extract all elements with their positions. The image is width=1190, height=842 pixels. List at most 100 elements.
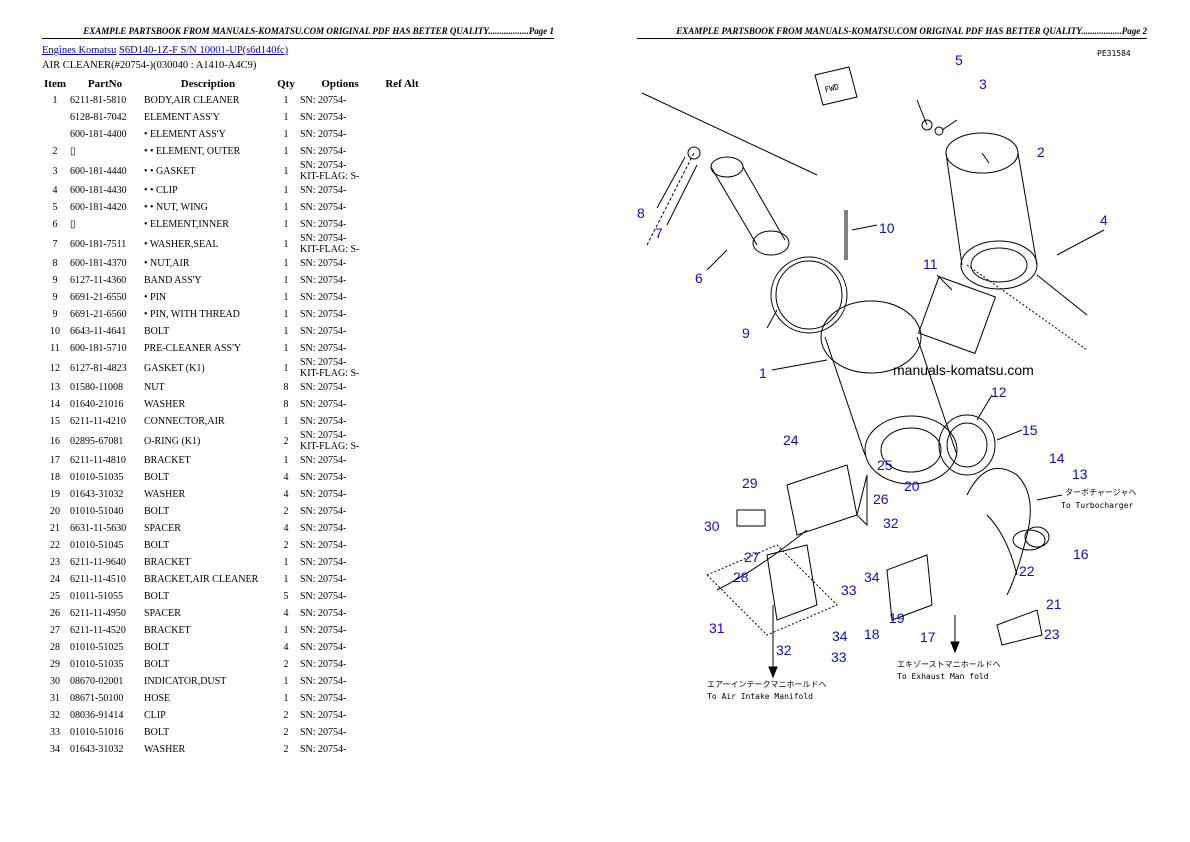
breadcrumb: Engines Komatsu S6D140-1Z-F S/N 10001-UP… <box>42 45 288 56</box>
description-cell: BOLT <box>144 591 170 602</box>
description-cell: BOLT <box>144 727 170 738</box>
item-cell: 2 <box>52 146 58 157</box>
callout-number: 34 <box>864 569 880 585</box>
description-cell: BAND ASS'Y <box>144 275 202 286</box>
partno-cell: 01580-11008 <box>70 382 123 393</box>
refalt-cell <box>382 379 422 396</box>
description-cell: SPACER <box>144 523 181 534</box>
partno-cell: 01010-51025 <box>70 642 124 653</box>
item-cell: 28 <box>50 642 60 653</box>
description-cell: PRE-CLEANER ASS'Y <box>144 343 242 354</box>
callout-numbers: 1234567891011121314151617181920212223242… <box>637 52 1108 665</box>
description-cell: GASKET (K1) <box>144 362 205 374</box>
refalt-cell <box>382 656 422 673</box>
description-cell: CONNECTOR,AIR <box>144 416 225 427</box>
callout-number: 4 <box>1100 212 1108 228</box>
partno-cell: 6211-81-5810 <box>70 95 127 106</box>
breadcrumb-link-model[interactable]: S6D140-1Z-F S/N 10001-UP(s6d140fc) <box>119 45 289 56</box>
partno-cell: 600-181-4440 <box>70 165 127 177</box>
item-cell: 4 <box>52 185 58 196</box>
partno-cell: 6128-81-7042 <box>70 112 127 123</box>
partno-cell: 01010-51035 <box>70 472 124 483</box>
description-cell: • PIN <box>144 292 167 303</box>
description-cell: SPACER <box>144 608 181 619</box>
item-cell: 7 <box>52 238 58 250</box>
item-cell: 3 <box>52 165 58 177</box>
options-cell: SN: 20754- <box>300 608 347 619</box>
callout-number: 2 <box>1037 144 1045 160</box>
options-cell: SN: 20754- <box>300 591 347 602</box>
qty-cell: 2 <box>283 540 289 551</box>
partno-cell: 600-181-4430 <box>70 185 127 196</box>
options-cell: SN: 20754- <box>300 382 347 393</box>
qty-cell: 2 <box>283 744 289 755</box>
refalt-cell <box>382 143 422 160</box>
qty-cell: 1 <box>283 258 289 269</box>
callout-number: 30 <box>704 518 720 534</box>
options-cell: SN: 20754- KIT-FLAG: S- <box>300 160 360 182</box>
callout-number: 24 <box>783 432 799 448</box>
partno-cell: 600-181-4420 <box>70 202 127 213</box>
options-cell: SN: 20754- <box>300 185 347 196</box>
qty-cell: 8 <box>283 399 289 410</box>
item-cell: 16 <box>50 435 60 447</box>
description-cell: O-RING (K1) <box>144 435 201 447</box>
qty-cell: 4 <box>283 642 289 653</box>
refalt-cell <box>382 413 422 430</box>
partno-cell: 01010-51040 <box>70 506 124 517</box>
diagram-code: PE31584 <box>1097 49 1131 58</box>
description-cell: WASHER <box>144 399 186 410</box>
options-cell: SN: 20754- <box>300 710 347 721</box>
options-cell: SN: 20754- <box>300 399 347 410</box>
refalt-cell <box>382 724 422 741</box>
partno-cell: 08036-91414 <box>70 710 124 721</box>
partno-cell: 6631-11-5630 <box>70 523 127 534</box>
item-cell: 9 <box>52 309 58 320</box>
item-cell: 33 <box>50 727 60 738</box>
qty-cell: 1 <box>283 326 289 337</box>
qty-cell: 1 <box>283 309 289 320</box>
description-cell: HOSE <box>144 693 171 704</box>
options-cell: SN: 20754- <box>300 557 347 568</box>
item-cell: 30 <box>50 676 60 687</box>
to-intake-label: To Air Intake Manifold <box>707 692 813 701</box>
refalt-cell <box>382 357 422 379</box>
partno-cell: ▯ <box>70 146 76 157</box>
item-cell: 32 <box>50 710 60 721</box>
refalt-cell <box>382 690 422 707</box>
description-cell: BOLT <box>144 659 170 670</box>
breadcrumb-link-engines[interactable]: Engines Komatsu <box>42 45 117 56</box>
qty-cell: 1 <box>283 557 289 568</box>
refalt-cell <box>382 199 422 216</box>
options-cell: SN: 20754- <box>300 258 347 269</box>
description-cell: NUT <box>144 382 165 393</box>
partno-cell: 6211-11-9640 <box>70 557 126 568</box>
callout-number: 18 <box>864 626 880 642</box>
item-cell: 17 <box>50 455 60 466</box>
description-cell: WASHER <box>144 489 186 500</box>
callout-number: 19 <box>889 610 905 626</box>
options-cell: SN: 20754- <box>300 219 347 230</box>
qty-cell: 2 <box>283 435 289 447</box>
description-cell: • • NUT, WING <box>144 202 208 213</box>
callout-number: 8 <box>637 205 645 221</box>
qty-cell: 8 <box>283 382 289 393</box>
